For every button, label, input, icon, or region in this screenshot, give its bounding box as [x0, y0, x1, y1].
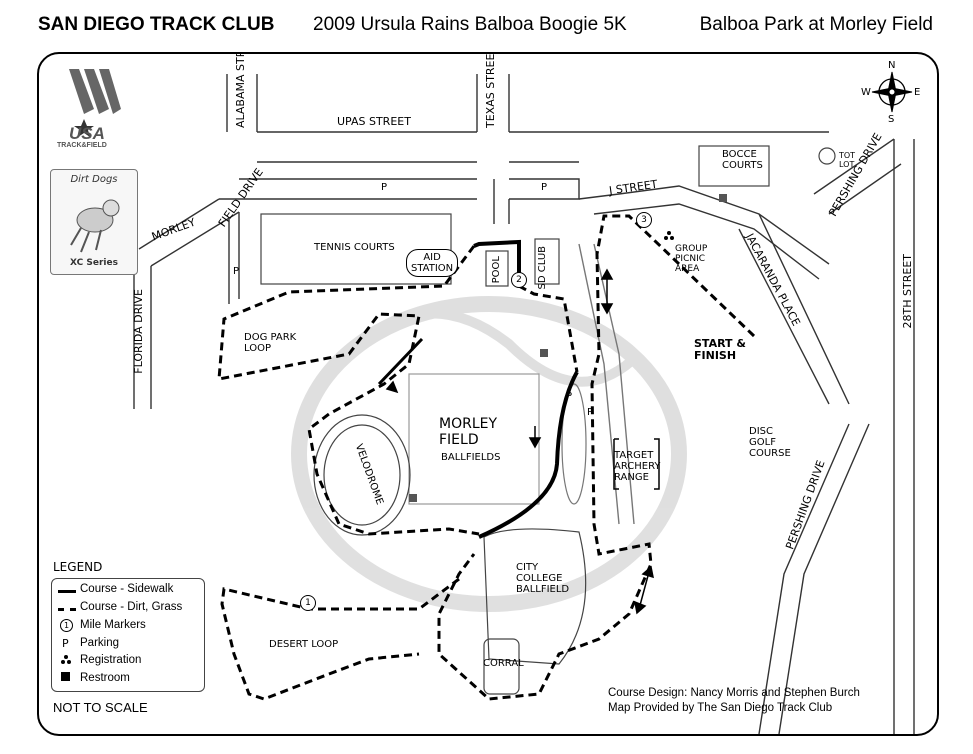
- bocce-courts-shape: [698, 145, 770, 187]
- legend-mile-marker-icon: 1: [58, 619, 76, 632]
- credit-provided: Map Provided by The San Diego Track Club: [608, 702, 833, 714]
- course-sidewalk-pool: [473, 239, 521, 286]
- usatf-logo-text: USA: [69, 124, 105, 143]
- credits: Course Design: Nancy Morris and Stephen …: [608, 686, 860, 716]
- legend: Course - Sidewalk Course - Dirt, Grass 1…: [51, 578, 205, 692]
- street-texas: TEXAS STREET: [484, 52, 497, 128]
- label-tennis-courts: TENNIS COURTS: [314, 242, 395, 253]
- legend-parking-icon: P: [62, 637, 69, 650]
- label-ballfields: BALLFIELDS: [441, 452, 501, 463]
- compass-rose-icon: [871, 71, 913, 113]
- course-pool-connector: [518, 284, 579, 373]
- legend-title: LEGEND: [53, 560, 103, 574]
- legend-solid-line-icon: [58, 585, 76, 597]
- legend-registration-icon: [58, 653, 76, 665]
- course-dirt: [217, 214, 756, 701]
- legend-item-label: Mile Markers: [80, 619, 146, 631]
- mile-marker-3: 3: [636, 212, 652, 228]
- label-disc-golf: DISC GOLF COURSE: [749, 426, 791, 459]
- parking-marker: P: [566, 391, 573, 402]
- legend-item-label: Course - Dirt, Grass: [80, 601, 183, 613]
- velodrome-inner-shape: [323, 424, 401, 526]
- mile-marker-1: 1: [300, 595, 316, 611]
- restroom-icon: [719, 194, 727, 202]
- dirt-dogs-series: XC Series: [70, 258, 118, 268]
- event-title: 2009 Ursula Rains Balboa Boogie 5K: [313, 14, 627, 35]
- compass-n: N: [888, 60, 896, 71]
- restroom-icon: [409, 494, 417, 502]
- label-bocce: BOCCE COURTS: [722, 149, 763, 171]
- course-sidewalk: [377, 239, 579, 539]
- running-dog-icon: [70, 199, 120, 253]
- label-aid-station: AID STATION: [406, 249, 459, 277]
- corral-shape: [483, 638, 520, 695]
- label-dog-park-loop: DOG PARK LOOP: [244, 332, 297, 354]
- venue-name: Balboa Park at Morley Field: [699, 14, 933, 35]
- label-sd-club: SD CLUB: [537, 246, 548, 290]
- label-desert-loop: DESERT LOOP: [269, 639, 339, 650]
- label-corral: CORRAL: [483, 658, 524, 669]
- mile-marker-2: 2: [511, 272, 527, 288]
- course-desert-loop: [220, 577, 460, 701]
- legend-item-label: Course - Sidewalk: [80, 583, 174, 595]
- facilities: [260, 145, 836, 695]
- parking-marker: P: [541, 182, 548, 193]
- restroom-markers: [409, 194, 727, 502]
- label-target-archery: TARGET ARCHERY RANGE: [614, 450, 661, 483]
- compass-w: W: [861, 87, 871, 98]
- compass-e: E: [914, 87, 921, 98]
- club-name: SAN DIEGO TRACK CLUB: [38, 14, 275, 35]
- watermark-logo: [291, 296, 687, 612]
- parking-marker: P: [381, 182, 388, 193]
- arrow-east-leg: [634, 565, 654, 615]
- street-florida: FLORIDA DRIVE: [132, 289, 145, 374]
- label-group-picnic: GROUP PICNIC AREA: [675, 244, 708, 274]
- direction-arrows: [385, 268, 654, 615]
- course-main-loop: [437, 214, 756, 701]
- arrow-ballfield: [528, 437, 542, 449]
- tot-lot-shape: [818, 147, 836, 165]
- credit-design: Course Design: Nancy Morris and Stephen …: [608, 687, 860, 699]
- legend-item-label: Parking: [80, 637, 119, 649]
- label-morley-field: MORLEY FIELD: [439, 416, 498, 448]
- map-drawing: [69, 69, 915, 734]
- compass-s: S: [888, 114, 895, 125]
- not-to-scale-note: NOT TO SCALE: [53, 700, 148, 715]
- restroom-icon: [540, 349, 548, 357]
- legend-dashed-line-icon: [58, 603, 76, 615]
- dirt-dogs-logo: Dirt Dogs XC Series: [50, 169, 138, 275]
- legend-mile-number: 1: [60, 619, 73, 632]
- street-upas: UPAS STREET: [337, 115, 411, 128]
- street-alabama: ALABAMA STREET: [234, 52, 247, 128]
- legend-item-label: Restroom: [80, 672, 130, 684]
- parking-lot-shape: [561, 383, 587, 505]
- usatf-logo-icon: [69, 69, 121, 137]
- sd-club-shape: [534, 238, 560, 285]
- course-sidewalk-dogpark: [377, 337, 424, 386]
- legend-item-label: Registration: [80, 654, 142, 666]
- street-28th: 28TH STREET: [901, 254, 914, 329]
- dirt-dogs-title: Dirt Dogs: [70, 174, 118, 185]
- legend-restroom-icon: [58, 671, 76, 683]
- street-network: [133, 74, 915, 734]
- label-city-college: CITY COLLEGE BALLFIELD: [516, 562, 570, 595]
- registration-marker: [664, 231, 674, 240]
- label-pool: POOL: [491, 256, 502, 284]
- archery-range-shape: [613, 438, 660, 490]
- parking-marker: P: [233, 266, 240, 277]
- arrow-dogpark: [385, 380, 399, 394]
- course-dogpark-loop: [217, 245, 480, 536]
- label-tot-lot: TOT LOT: [839, 151, 856, 169]
- label-start-finish: START & FINISH: [694, 337, 746, 362]
- tennis-courts-shape: [260, 213, 452, 285]
- pool-shape: [485, 250, 509, 287]
- usatf-logo-subtext: TRACK&FIELD: [57, 142, 107, 149]
- parking-marker: P: [587, 407, 594, 418]
- velodrome-shape: [313, 414, 411, 536]
- course-map: USA TRACK&FIELD Dirt Dogs XC Series N S …: [37, 52, 939, 736]
- course-sidewalk-ballfield: [478, 371, 579, 539]
